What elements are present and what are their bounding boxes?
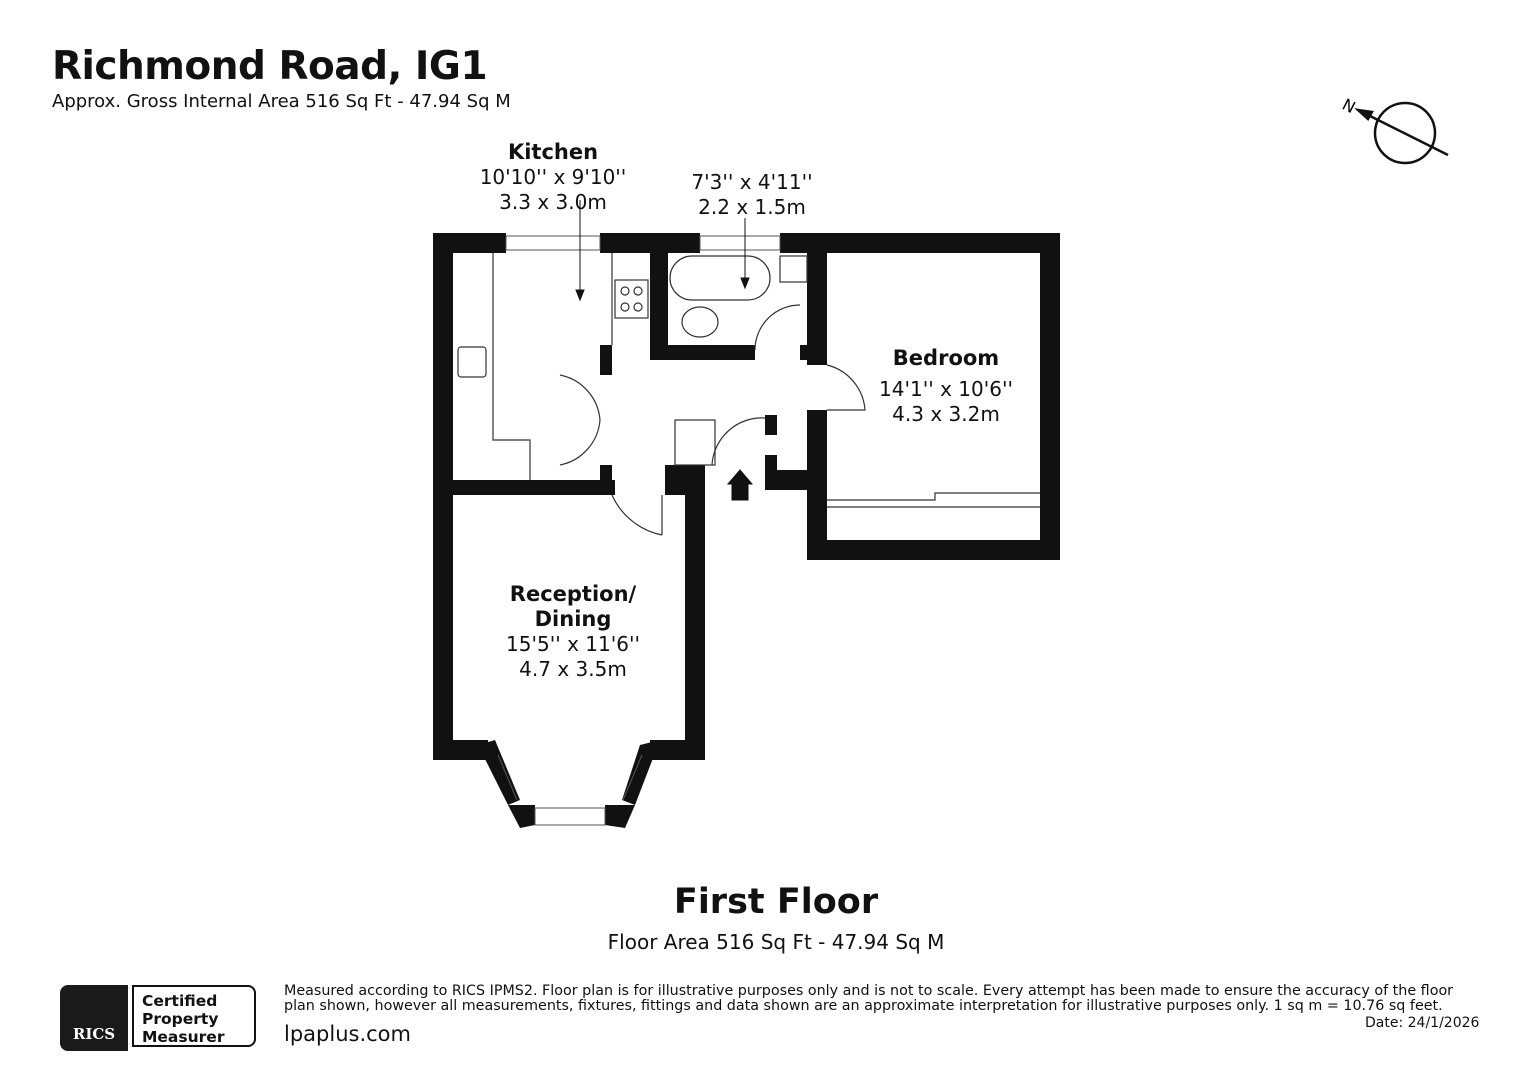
page-title: Richmond Road, IG1 (52, 44, 488, 89)
windows (497, 235, 781, 826)
website-link[interactable]: lpaplus.com (284, 1022, 411, 1046)
compass-icon (1354, 101, 1449, 165)
dimension-arrows (575, 200, 754, 501)
date: Date: 24/1/2026 (1365, 1015, 1480, 1031)
rics-logo: RICS (60, 985, 128, 1051)
hob-icon (614, 279, 649, 319)
disclaimer: Measured according to RICS IPMS2. Floor … (284, 983, 1454, 1014)
fixtures (457, 253, 1040, 536)
sink-icon (457, 346, 487, 378)
door-swing (559, 374, 601, 466)
entrance-arrow-icon (731, 481, 749, 501)
gross-area: Approx. Gross Internal Area 516 Sq Ft - … (52, 91, 511, 112)
toilet-icon (681, 306, 719, 338)
basin-icon (779, 255, 808, 283)
compass-north-label: N (1339, 95, 1358, 117)
walls (433, 233, 1060, 828)
bathtub-icon (669, 255, 771, 301)
floor-title: First Floor (673, 882, 879, 922)
floor-area: Floor Area 516 Sq Ft - 47.94 Sq M (607, 930, 945, 954)
bathroom-label: 7'3'' x 4'11''2.2 x 1.5m (691, 170, 813, 219)
